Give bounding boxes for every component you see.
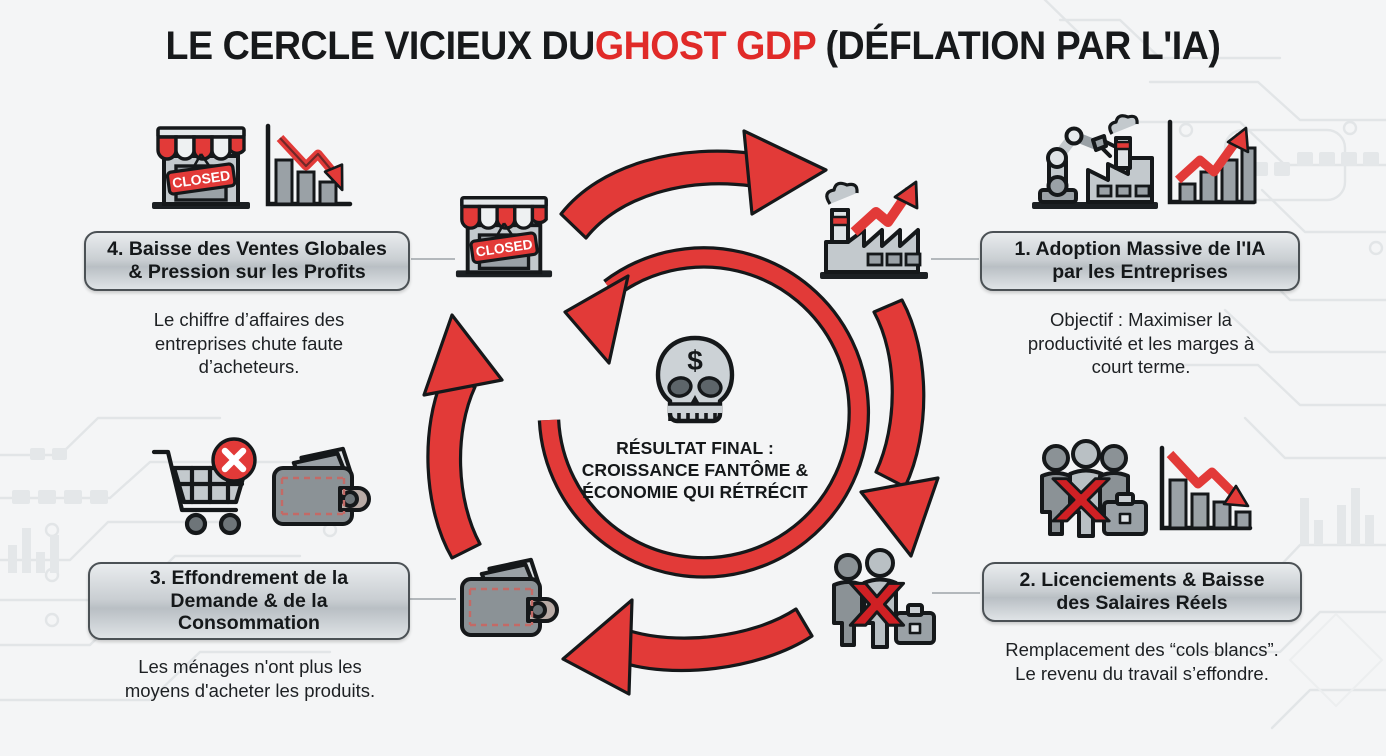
inner-cycle-ring-arrow — [537, 246, 870, 579]
node-4-title-line-2: & Pression sur les Profits — [128, 261, 366, 283]
node-box-4[interactable]: 4. Baisse des Ventes Globales & Pression… — [84, 231, 410, 291]
node-box-2[interactable]: 2. Licenciements & Baisse des Salaires R… — [982, 562, 1302, 622]
node-1-sub-line-2: productivité et les marges à — [1027, 332, 1255, 354]
center-line-3: ÉCONOMIE QUI RÉTRÉCIT — [582, 482, 808, 503]
cycle-arrow-bottom — [561, 598, 814, 696]
title-highlight: GHOST GDP — [594, 24, 816, 68]
falling-bar-chart-icon — [265, 123, 353, 207]
node-3-title-line-1: 3. Effondrement de la — [149, 567, 349, 590]
node-2-description: Remplacement des “cols blancs”. Le reven… — [972, 638, 1312, 685]
rising-bar-chart-icon — [1167, 119, 1257, 205]
node-3-title-line-3: Consommation — [178, 612, 320, 635]
wallet-icon — [460, 557, 559, 637]
closed-shop-icon: CLOSED — [152, 126, 250, 209]
connector-node-3 — [410, 598, 456, 600]
cycle-arrow-right — [859, 298, 940, 558]
workers-crossed-out-icon — [1040, 439, 1148, 538]
node-2-title-line-2: des Salaires Réels — [1056, 592, 1228, 614]
falling-bar-chart-icon — [1159, 445, 1253, 531]
factory-growth-icon — [820, 180, 928, 279]
node-2-sub-line-2: Le revenu du travail s’effondre. — [1015, 662, 1269, 684]
node-1-title-line-2: par les Entreprises — [1052, 261, 1228, 283]
title-part-2: (DÉFLATION PAR L'IA) — [815, 24, 1221, 68]
node-4-sub-line-3: d’acheteurs. — [198, 356, 300, 378]
connector-node-4 — [411, 258, 455, 260]
node-3-description: Les ménages n'ont plus les moyens d'ache… — [80, 655, 420, 702]
node-3-sub-line-1: Les ménages n'ont plus les — [138, 656, 362, 677]
connector-node-2 — [932, 592, 980, 594]
node-4-description: Le chiffre d’affaires des entreprises ch… — [88, 308, 410, 379]
layoff-people-icon — [832, 548, 936, 649]
node-4-sub-line-1: Le chiffre d’affaires des — [153, 309, 345, 330]
wallet-icon — [272, 446, 371, 526]
page-title: LE CERCLE VICIEUX DUGHOST GDP (DÉFLATION… — [42, 24, 1345, 69]
connector-node-1 — [931, 258, 979, 260]
node-1-sub-line-3: court terme. — [1091, 356, 1191, 378]
cycle-arrow-left — [422, 313, 504, 560]
node-4-title-line-1: 4. Baisse des Ventes Globales — [107, 238, 387, 261]
center-result-text: RÉSULTAT FINAL : CROISSANCE FANTÔME & ÉC… — [545, 437, 845, 503]
node-2-title-line-1: 2. Licenciements & Baisse — [1019, 569, 1265, 592]
robot-arm-factory-icon — [1032, 114, 1158, 209]
svg-text:$: $ — [687, 345, 703, 376]
node-1-title-line-1: 1. Adoption Massive de l'IA — [1014, 238, 1266, 261]
node-1-sub-line-1: Objectif : Maximiser la — [1050, 309, 1232, 330]
node-3-title-line-2: Demande & de la — [170, 589, 328, 612]
node-1-description: Objectif : Maximiser la productivité et … — [980, 308, 1302, 379]
center-line-1: RÉSULTAT FINAL : — [616, 438, 774, 458]
center-line-2: CROISSANCE FANTÔME & — [581, 460, 809, 481]
skull-dollar-icon: $ — [655, 335, 735, 424]
node-3-sub-line-2: moyens d'acheter les produits. — [124, 679, 376, 701]
closed-shop-icon: CLOSED — [455, 195, 553, 278]
node-2-sub-line-1: Remplacement des “cols blancs”. — [1005, 639, 1279, 660]
cycle-arrow-top — [559, 129, 828, 240]
node-box-1[interactable]: 1. Adoption Massive de l'IA par les Entr… — [980, 231, 1300, 291]
title-part-1: LE CERCLE VICIEUX DU — [165, 24, 595, 68]
cart-blocked-icon — [151, 437, 257, 536]
node-4-sub-line-2: entreprises chute faute — [154, 332, 344, 354]
node-box-3[interactable]: 3. Effondrement de la Demande & de la Co… — [88, 562, 410, 640]
